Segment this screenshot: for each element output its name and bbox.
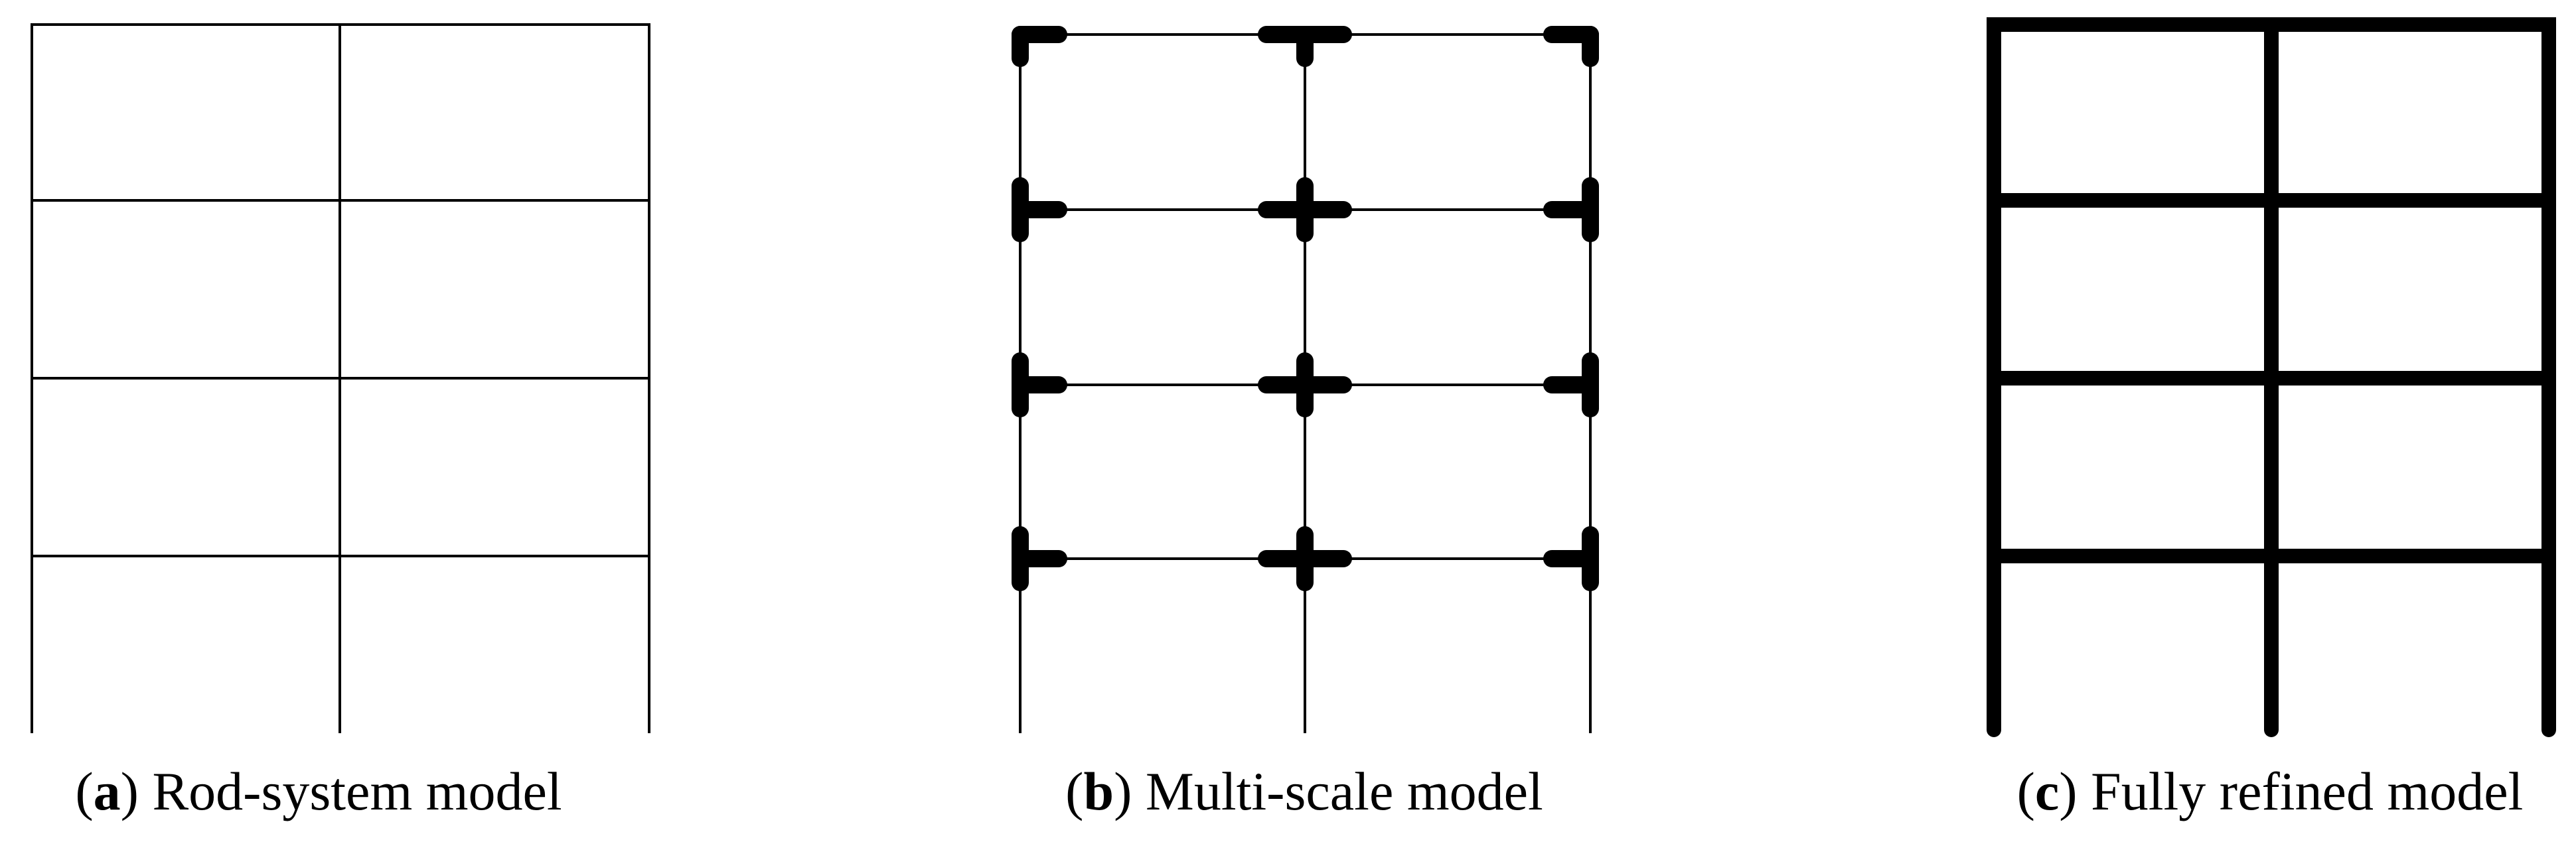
caption-text-b: Multi-scale model [1145, 761, 1543, 821]
column-foot-3 [2541, 723, 2556, 737]
caption-letter-b: b [1083, 761, 1114, 821]
caption-text-a: Rod-system model [152, 761, 562, 821]
panel-a-rod-system-frame [31, 23, 650, 733]
column-foot-1 [1987, 723, 2001, 737]
caption-letter-a: a [93, 761, 121, 821]
panel-c-fully-refined-frame [1987, 17, 2556, 737]
caption-panel-c: (c) Fully refined model [2016, 761, 2524, 821]
column-foot-2 [2264, 723, 2279, 737]
caption-panel-b: (b) Multi-scale model [1065, 761, 1543, 821]
caption-text-c: Fully refined model [2091, 761, 2524, 821]
caption-letter-c: c [2034, 761, 2060, 821]
panel-b-multi-scale-frame [1012, 26, 1599, 733]
caption-panel-a: (a) Rod-system model [75, 761, 562, 821]
